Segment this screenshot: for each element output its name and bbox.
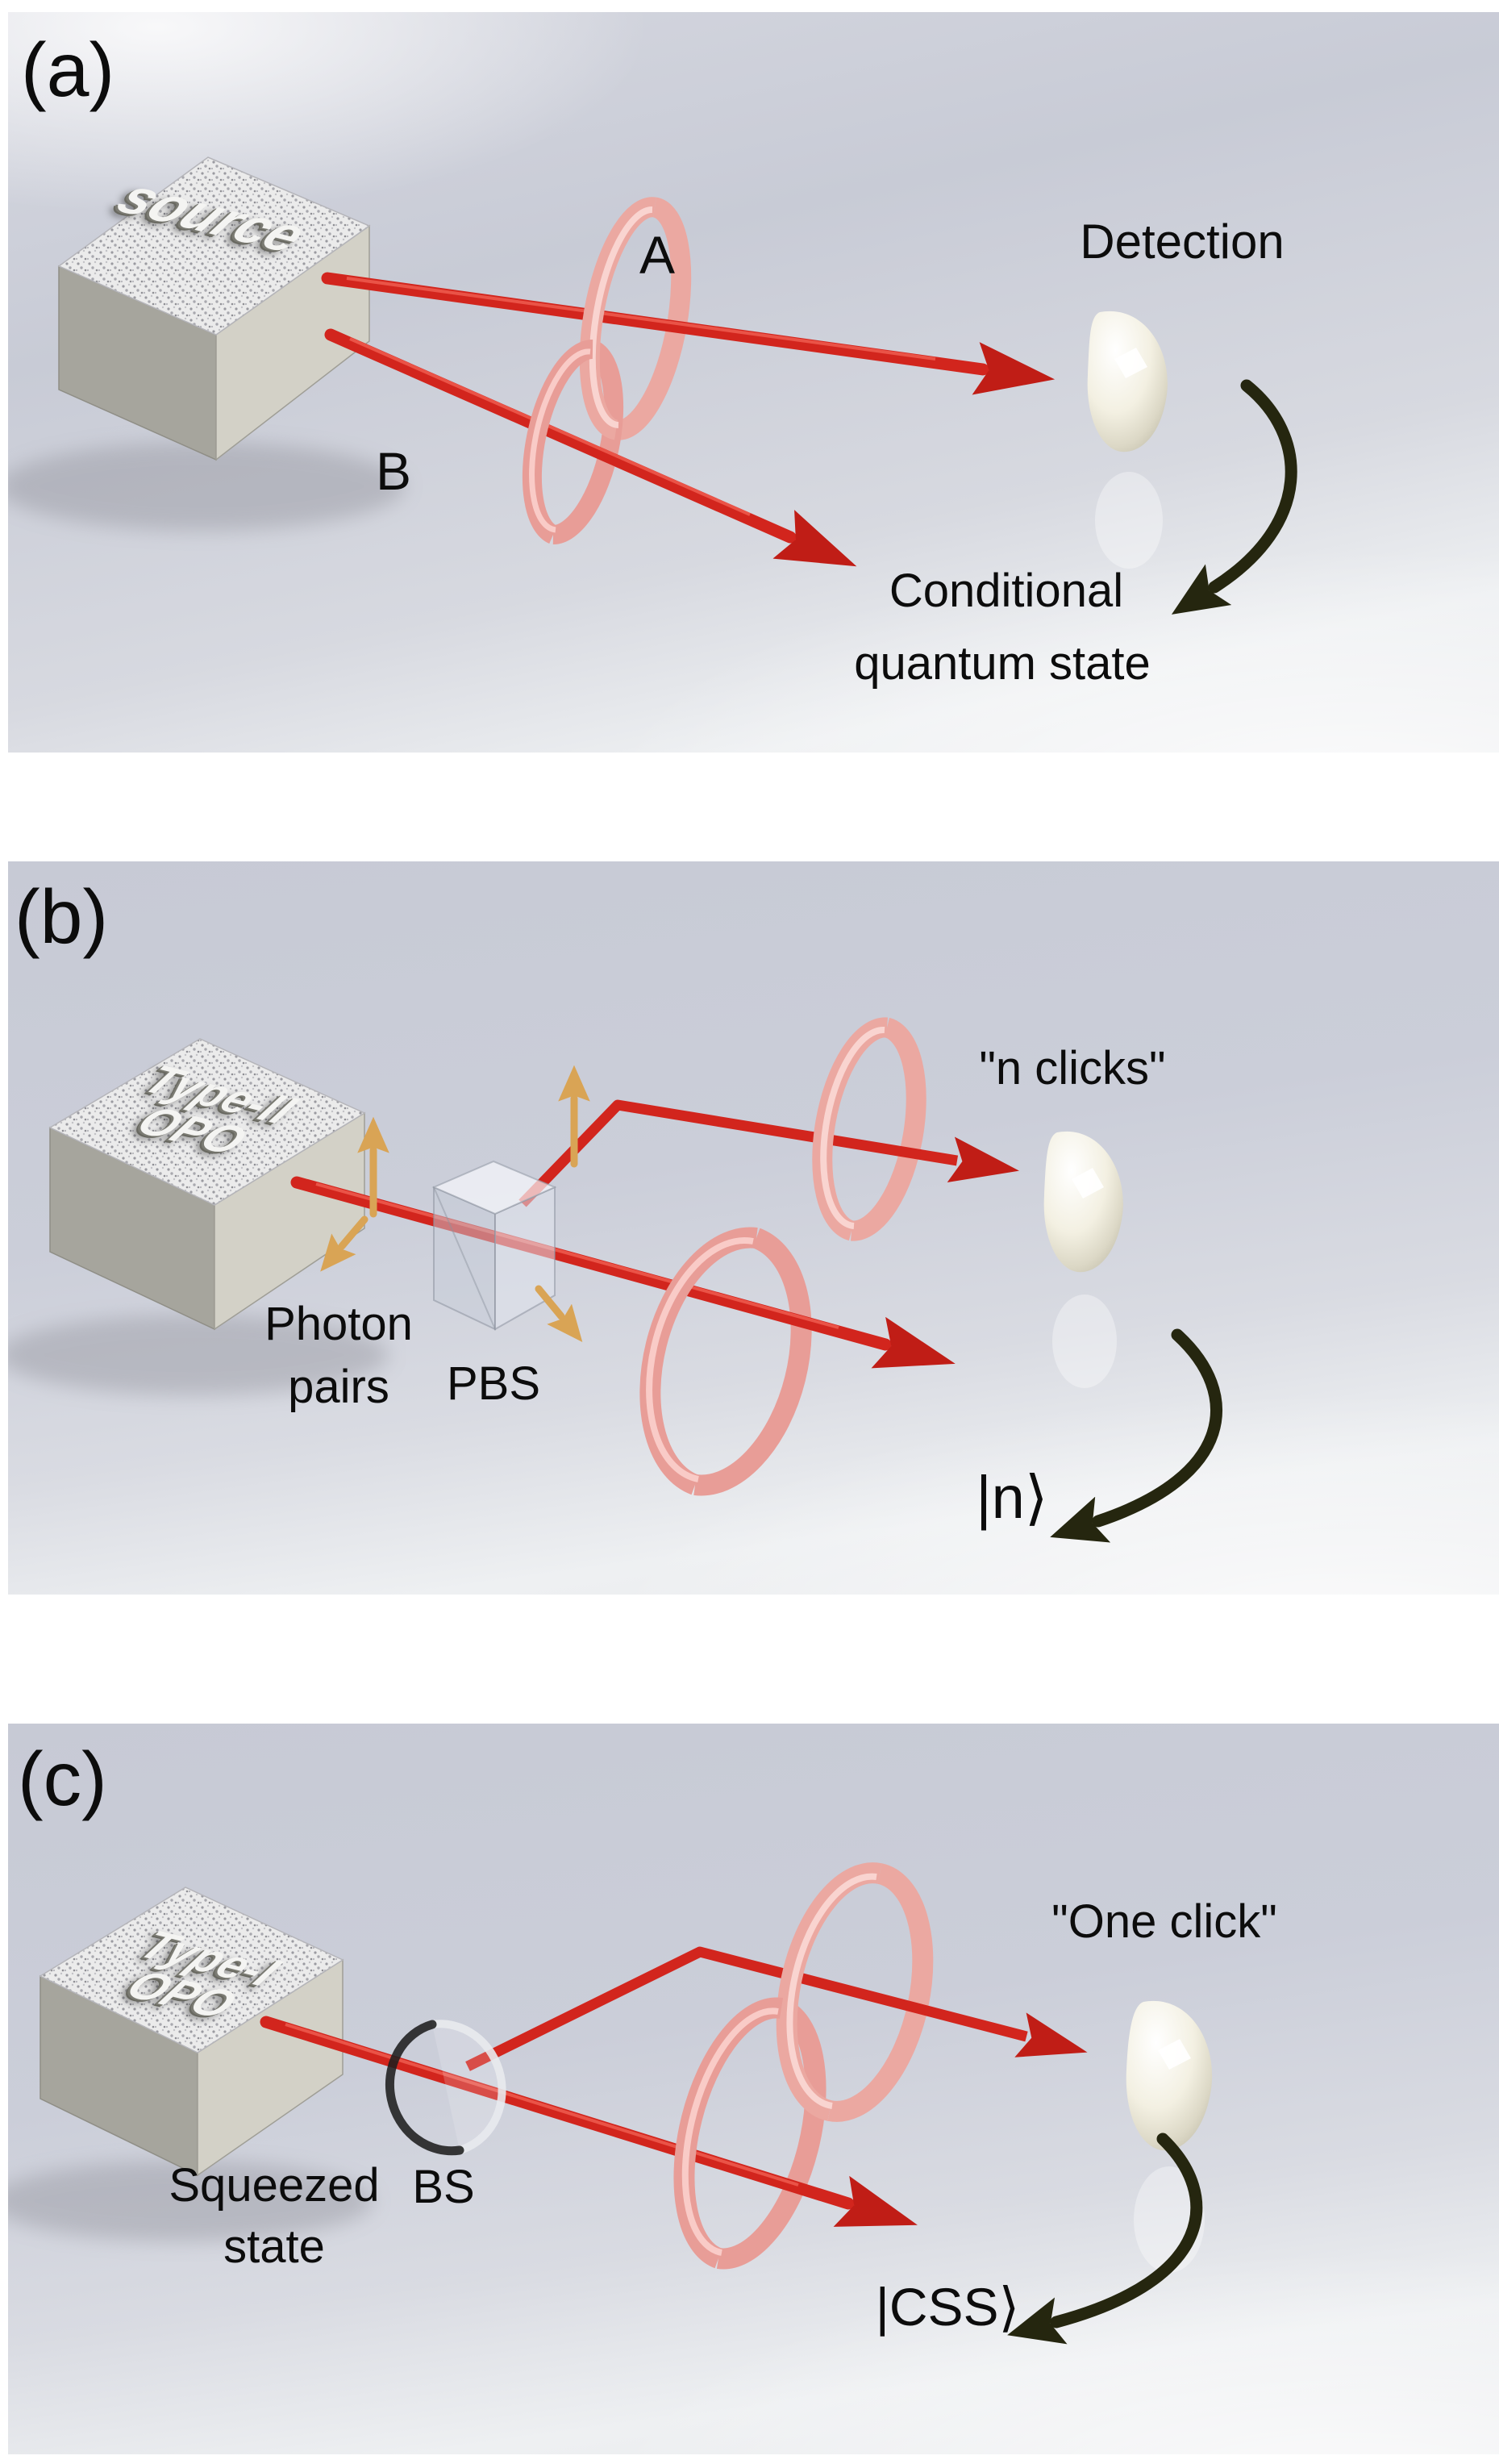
conditioning-arrow-icon <box>1007 2133 1203 2345</box>
box-granite-top <box>39 1887 344 2053</box>
fock-state-label: |n⟩ <box>976 1464 1048 1531</box>
mode-ring-lower-back <box>693 1228 812 1496</box>
beam-b-label: B <box>376 441 412 501</box>
detector-dome <box>1126 2000 1213 2151</box>
transmitted-beam <box>290 1176 956 1369</box>
mode-ring-upper-highlight <box>589 206 653 428</box>
conditioning-arrow-icon <box>1050 1328 1222 1543</box>
pbs-label: PBS <box>446 1357 541 1410</box>
box-shadow <box>8 442 405 531</box>
mode-ring-lower-back <box>716 1998 827 2270</box>
box-shadow <box>8 2161 373 2241</box>
box-granite-top <box>57 156 371 336</box>
mode-ring-lower-front <box>639 1227 758 1495</box>
conditioning-arrow-icon <box>1171 379 1297 615</box>
detector-icon <box>1043 1131 1123 1388</box>
panel-c: (c) Type-I OPO Squeezed state BS "One cl… <box>8 1724 1499 2454</box>
squeezed-caption-line2: state <box>223 2220 325 2273</box>
detection-caption: Detection <box>1080 215 1285 269</box>
mode-ring-lower-highlight <box>681 2007 779 2256</box>
detector-dome <box>1087 311 1168 452</box>
detector-highlight <box>1114 348 1147 378</box>
polarization-arrow-icon <box>535 1285 583 1342</box>
result-caption-line2: quantum state <box>854 637 1151 690</box>
mode-ring-upper-back <box>851 1017 926 1241</box>
photon-pairs-caption-line2: pairs <box>288 1361 389 1413</box>
squeezed-caption-line1: Squeezed <box>169 2159 380 2212</box>
detector-highlight <box>1072 1168 1104 1199</box>
detector-icon <box>1087 311 1168 569</box>
box-granite-top <box>48 1038 366 1206</box>
css-state-label: |CSS⟩ <box>875 2277 1020 2337</box>
panel-c-art <box>8 1862 1213 2345</box>
reflected-beam <box>465 1946 1088 2071</box>
box-shadow <box>8 1315 389 1395</box>
beam-a <box>321 272 1056 395</box>
panel-a: (a) source A B Detection Conditional qua… <box>8 12 1499 753</box>
transmitted-beam <box>260 2016 918 2227</box>
polarization-arrows <box>320 1065 590 1342</box>
beam-a-label: A <box>639 225 676 285</box>
n-clicks-caption: "n clicks" <box>979 1042 1166 1094</box>
bs-disc <box>385 2020 506 2156</box>
result-caption-line1: Conditional <box>889 565 1124 617</box>
reflected-beam <box>518 1099 1019 1207</box>
panel-b: (b) Type-II OPO Photon pairs PBS "n clic… <box>8 861 1499 1595</box>
detector-dome <box>1043 1131 1123 1273</box>
polarization-arrow-icon <box>320 1215 369 1272</box>
mode-ring-lower-highlight <box>646 1236 754 1482</box>
detector-reflection <box>1052 1295 1117 1388</box>
bs-label: BS <box>412 2161 475 2213</box>
panel-a-art <box>8 156 1297 615</box>
panel-tag: (b) <box>15 874 109 960</box>
mode-ring-upper-highlight <box>786 1873 877 2109</box>
detector-reflection <box>1095 472 1163 569</box>
panel-b-art <box>8 1017 1222 1543</box>
one-click-caption: "One click" <box>1051 1895 1277 1948</box>
panel-tag: (a) <box>21 27 115 113</box>
panel-tag: (c) <box>18 1736 107 1822</box>
opo-box <box>8 1038 389 1395</box>
opo-box <box>8 1887 373 2241</box>
mode-ring-lower-back <box>552 340 624 545</box>
detector-highlight <box>1158 2039 1191 2070</box>
beam-b <box>324 328 857 567</box>
mode-ring-upper-highlight <box>820 1026 885 1229</box>
mode-ring-lower-highlight <box>529 348 591 533</box>
photon-pairs-caption-line1: Photon <box>264 1298 413 1350</box>
